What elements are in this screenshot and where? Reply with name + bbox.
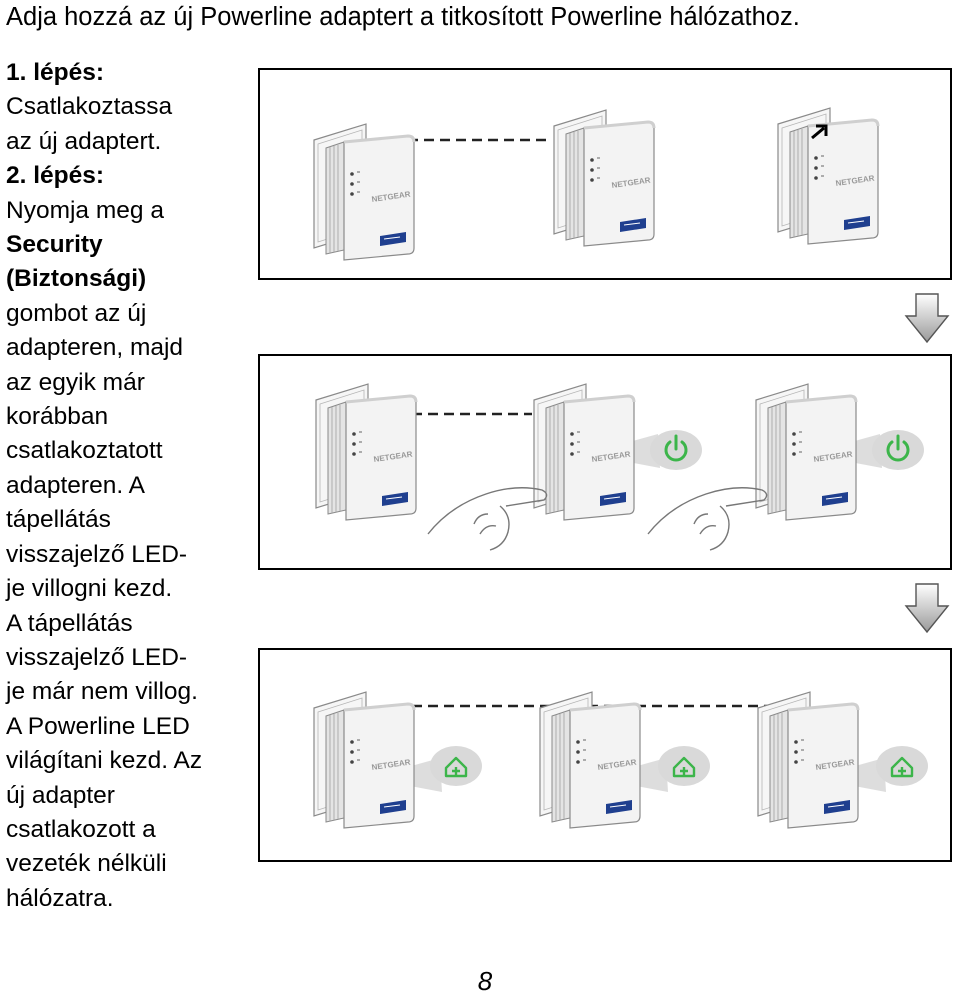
instruction-text: 1. lépés: Csatlakoztassa az új adaptert. 2.…: [6, 56, 246, 916]
instruction-line: Nyomja meg a: [6, 196, 164, 224]
adapter-3: NETGEAR: [756, 690, 860, 830]
powerline-led-callout: [876, 746, 928, 786]
page-number: 8: [477, 966, 493, 996]
power-icon: [664, 434, 688, 462]
instruction-line: világítani kezd. Az: [6, 747, 203, 775]
hand-pressing-button-2: [647, 487, 768, 551]
page-title: Adja hozzá az új Powerline adaptert a ti…: [6, 3, 800, 31]
instruction-line: az egyik már: [6, 368, 145, 396]
adapter-pressed-2: NETGEAR: [754, 382, 858, 522]
down-arrow-icon: [904, 292, 950, 344]
adapter-existing-1: NETGEAR: [314, 382, 418, 522]
down-arrow-icon: [904, 582, 950, 634]
step-panel-press-security: NETGEAR NETGEAR NETGEAR: [258, 354, 952, 570]
instruction-line: je már nem villog.: [6, 678, 198, 706]
instruction-line: korábban: [6, 403, 109, 431]
adapter-pressed-1: NETGEAR: [532, 382, 636, 522]
instruction-line: adapteren, majd: [6, 334, 184, 362]
instruction-line: (Biztonsági): [6, 265, 147, 293]
instruction-line: csatlakoztatott: [6, 437, 163, 465]
powerline-home-icon: [672, 756, 696, 778]
instruction-line: vezeték nélküli: [6, 850, 167, 878]
step-panel-plug-in: NETGEAR NETGEAR NETGEAR: [258, 68, 952, 280]
adapter-1: NETGEAR: [312, 690, 416, 830]
instruction-line: Csatlakoztassa: [6, 93, 173, 121]
instruction-line: tápellátás: [6, 506, 111, 534]
instruction-line: adapteren. A: [6, 471, 145, 499]
powerline-led-callout: [658, 746, 710, 786]
adapter-existing-1: NETGEAR: [312, 122, 416, 262]
adapters-illustration-1: NETGEAR NETGEAR NETGEAR: [312, 106, 880, 262]
adapters-illustration-2: NETGEAR NETGEAR NETGEAR: [314, 382, 924, 551]
instruction-line: az új adaptert.: [6, 127, 162, 155]
powerline-home-icon: [890, 756, 914, 778]
instruction-line: új adapter: [6, 781, 115, 809]
adapter-existing-2: NETGEAR: [552, 108, 656, 248]
adapter-2: NETGEAR: [538, 690, 642, 830]
instruction-line: visszajelző LED-: [6, 643, 188, 671]
adapter-new: NETGEAR: [776, 106, 880, 246]
hand-pressing-button-1: [427, 487, 548, 551]
power-icon: [886, 434, 910, 462]
step-panel-connected: NETGEAR NETGEAR NETGEAR: [258, 648, 952, 862]
instruction-line: Security: [6, 231, 103, 259]
instruction-line: A Powerline LED: [6, 712, 190, 740]
instruction-line: 1. lépés:: [6, 59, 105, 86]
powerline-home-icon: [444, 756, 468, 778]
instruction-line: visszajelző LED-: [6, 540, 188, 568]
instruction-line: hálózatra.: [6, 884, 114, 912]
instruction-line: csatlakozott a: [6, 815, 156, 843]
instruction-line: 2. lépés:: [6, 162, 105, 190]
adapters-illustration-3: NETGEAR NETGEAR NETGEAR: [312, 690, 928, 830]
instruction-line: je villogni kezd.: [6, 575, 173, 603]
security-button-arrow-icon: [811, 124, 828, 140]
instruction-line: gombot az új: [6, 299, 147, 327]
instruction-line: A tápellátás: [6, 609, 133, 637]
powerline-led-callout: [430, 746, 482, 786]
